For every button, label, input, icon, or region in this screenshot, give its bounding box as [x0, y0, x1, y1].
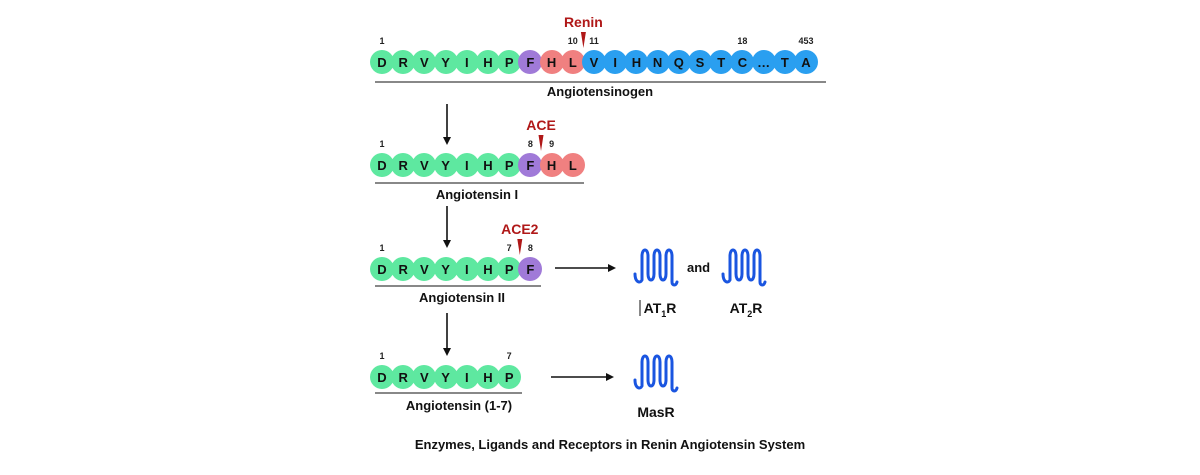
angiotensin-2-label: Angiotensin II	[419, 290, 505, 305]
residue-bead: H	[539, 50, 564, 74]
residue-bead: T	[772, 50, 797, 74]
residue-bead: H	[476, 50, 500, 74]
residue-bead: …	[751, 50, 776, 74]
masr-label: MasR	[637, 404, 675, 420]
at2r-label: AT2R	[729, 300, 763, 319]
residue-bead: D	[370, 50, 394, 74]
residue-bead: V	[412, 153, 437, 177]
cleavage-marker-icon	[538, 135, 544, 151]
residue-bead: H	[624, 50, 649, 74]
enzyme-label: ACE	[526, 117, 556, 133]
residue-bead: H	[476, 153, 500, 177]
residue-bead: D	[370, 365, 394, 389]
residue-bead: Y	[433, 50, 458, 74]
residue-position-number: 1	[379, 139, 385, 149]
residue-bead: C	[730, 50, 755, 74]
residue-bead: A	[794, 50, 818, 74]
at2r-receptor-icon	[721, 248, 767, 287]
masr-receptor-icon	[633, 354, 679, 393]
residue-bead: P	[497, 153, 522, 177]
residue-bead: V	[582, 50, 606, 74]
residue-bead: R	[391, 50, 416, 74]
residue-bead: P	[497, 50, 522, 74]
cleavage-marker-icon	[580, 32, 586, 48]
residue-bead: V	[412, 365, 437, 389]
residue-position-number: 8	[527, 243, 533, 253]
residue-position-number: 18	[737, 36, 748, 46]
and-text: and	[687, 260, 711, 275]
residue-bead: H	[476, 365, 500, 389]
residue-bead: P	[497, 365, 522, 389]
residue-bead: L	[560, 50, 585, 74]
residue-position-number: 7	[506, 243, 512, 253]
residue-bead: H	[539, 153, 564, 177]
cleavage-marker-icon	[517, 239, 523, 255]
angiotensinogen-label: Angiotensinogen	[546, 84, 654, 99]
residue-bead: Q	[666, 50, 691, 74]
figure-caption: Enzymes, Ligands and Receptors in Renin …	[414, 437, 806, 452]
residue-bead: I	[454, 50, 479, 74]
residue-position-number: 7	[506, 351, 512, 361]
residue-bead: Y	[433, 257, 458, 281]
residue-bead: H	[476, 257, 500, 281]
residue-bead: I	[454, 257, 479, 281]
residue-position-number: 453	[798, 36, 814, 46]
residue-bead: I	[454, 365, 479, 389]
residue-position-number: 1	[379, 351, 385, 361]
at1r-receptor-icon	[633, 248, 679, 287]
residue-bead: V	[412, 257, 437, 281]
residue-bead: D	[370, 153, 394, 177]
residue-position-number: 8	[527, 139, 533, 149]
residue-bead: F	[518, 153, 543, 177]
angiotensin-1-label: Angiotensin I	[435, 187, 519, 202]
residue-position-number: 1	[379, 36, 385, 46]
residue-bead: R	[391, 365, 416, 389]
residue-bead: Y	[433, 365, 458, 389]
residue-bead: V	[412, 50, 437, 74]
residue-position-number: 11	[589, 36, 599, 46]
residue-bead: D	[370, 257, 394, 281]
residue-bead: N	[645, 50, 670, 74]
residue-bead: R	[391, 153, 416, 177]
residue-bead: T	[709, 50, 734, 74]
residue-bead: I	[603, 50, 628, 74]
residue-bead: S	[688, 50, 712, 74]
residue-bead: L	[560, 153, 585, 177]
residue-position-number: 9	[549, 139, 555, 149]
residue-position-number: 10	[567, 36, 578, 46]
residue-position-number: 1	[379, 243, 385, 253]
residue-bead: F	[518, 50, 543, 74]
angiotensin-1-7-label: Angiotensin (1-7)	[405, 398, 513, 413]
residue-bead: R	[391, 257, 416, 281]
residue-bead: Y	[433, 153, 458, 177]
residue-bead: I	[454, 153, 479, 177]
residue-bead: P	[497, 257, 522, 281]
enzyme-label: Renin	[563, 14, 603, 30]
at1r-label: AT1R	[643, 300, 677, 319]
enzyme-label: ACE2	[501, 221, 539, 237]
residue-bead: F	[518, 257, 543, 281]
